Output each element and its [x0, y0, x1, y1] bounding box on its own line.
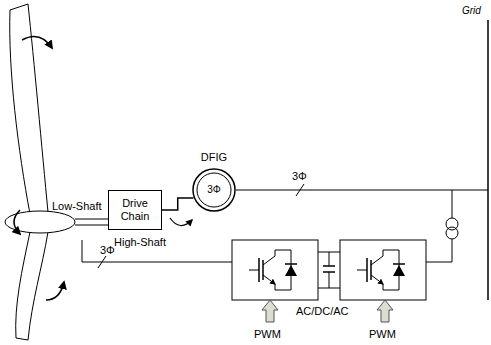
low-shaft — [75, 219, 108, 220]
phase-label: 3Φ — [100, 244, 115, 257]
turbine-blade — [16, 232, 48, 340]
generator-name: DFIG — [201, 151, 227, 164]
shaft-label: Low-Shaft — [52, 200, 102, 213]
drive-chain-box: Drive Chain — [108, 190, 162, 230]
transformer — [446, 218, 458, 230]
pwm-arrow — [377, 300, 393, 322]
three-phase-slash — [98, 256, 106, 268]
phase-label: 3Φ — [292, 170, 307, 183]
three-phase-slash — [296, 184, 304, 196]
converter-label: AC/DC/AC — [296, 305, 349, 318]
rotation-arrow — [14, 210, 20, 234]
pwm-arrow — [262, 300, 278, 322]
dc-capacitor — [329, 252, 330, 266]
grid-label: Grid — [462, 5, 481, 17]
igbt-symbol — [357, 250, 405, 290]
rotor-line — [82, 240, 83, 262]
turbine-hub — [5, 211, 75, 233]
rotation-arrow — [170, 218, 192, 226]
igbt-symbol — [249, 250, 297, 290]
grid-side-line — [426, 262, 452, 263]
rotation-arrow — [46, 282, 64, 300]
pwm-label: PWM — [254, 328, 281, 341]
generator-outline — [193, 169, 235, 211]
dc-capacitor — [323, 265, 335, 267]
turbine-blade — [10, 4, 48, 214]
rotor-line — [82, 262, 232, 263]
stator-line — [236, 190, 488, 191]
rotation-arrow — [22, 36, 52, 48]
low-shaft — [75, 225, 108, 226]
dc-capacitor — [329, 272, 330, 288]
box-label: Drive Chain — [112, 197, 158, 222]
phase-label: 3Φ — [192, 184, 236, 196]
pwm-label: PWM — [369, 328, 396, 341]
grid-side-line — [452, 190, 453, 218]
generator-circle: DFIG3Φ — [192, 168, 236, 212]
high-shaft — [162, 198, 193, 210]
grid-side-converter — [340, 240, 426, 300]
shaft-label: High-Shaft — [114, 236, 166, 249]
grid-side-line — [452, 239, 453, 262]
grid-bus — [487, 20, 489, 300]
rotor-side-converter — [232, 240, 318, 300]
